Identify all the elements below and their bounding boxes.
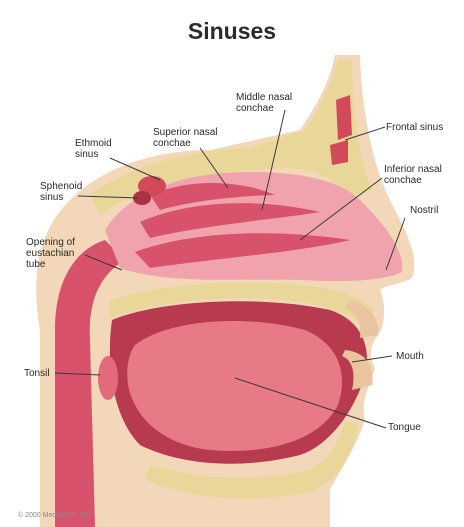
leader-sphenoid	[78, 196, 138, 198]
leader-nostril	[386, 218, 405, 270]
label-ethmoid-sinus: Ethmoid sinus	[75, 138, 112, 160]
leader-superior-nasal	[200, 148, 228, 188]
label-mouth: Mouth	[396, 351, 424, 362]
leader-eustachian	[85, 255, 122, 270]
leader-frontal	[345, 127, 385, 140]
leader-middle-nasal	[262, 110, 285, 210]
label-sphenoid-sinus: Sphenoid sinus	[40, 181, 82, 203]
label-nostril: Nostril	[410, 205, 438, 216]
leader-tonsil	[55, 373, 100, 375]
label-tonsil: Tonsil	[24, 368, 50, 379]
label-opening-of-eustachian-tube: Opening of eustachian tube	[26, 237, 75, 270]
label-superior-nasal-conchae: Superior nasal conchae	[153, 127, 217, 149]
copyright-text: © 2000 MediceNet, Inc.	[18, 512, 91, 519]
label-inferior-nasal-conchae: Inferior nasal conchae	[384, 164, 442, 186]
leader-mouth	[352, 356, 392, 362]
label-frontal-sinus: Frontal sinus	[386, 122, 443, 133]
leader-inferior-nasal	[300, 178, 382, 240]
leader-ethmoid	[110, 158, 160, 180]
label-tongue: Tongue	[388, 422, 421, 433]
label-middle-nasal-conchae: Middle nasal conchae	[236, 92, 292, 114]
leader-tongue	[235, 378, 386, 428]
diagram-title: Sinuses	[0, 18, 464, 45]
